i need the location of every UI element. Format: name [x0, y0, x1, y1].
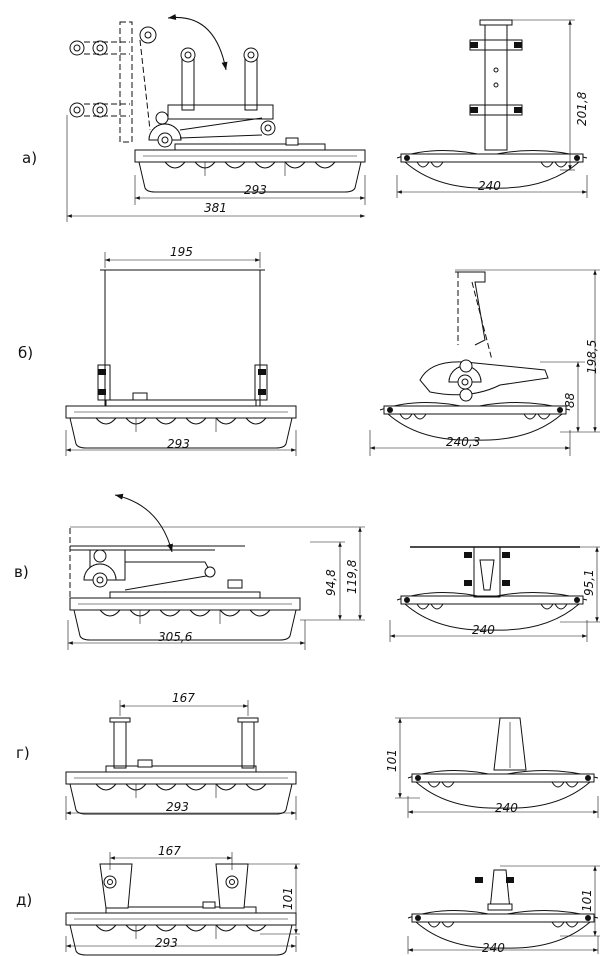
dim-a-293: 293 [244, 183, 267, 197]
view-g: г) 167 293 101 [16, 691, 599, 820]
dim-v-94-8: 94,8 [324, 569, 338, 596]
dim-v-305-6: 305,6 [158, 630, 193, 644]
view-a-front: 293 381 [66, 14, 366, 222]
dim-d-101: 101 [281, 887, 295, 910]
view-label-d: д) [16, 891, 32, 909]
dim-b-88: 88 [563, 392, 577, 408]
dim-g-240: 240 [495, 801, 518, 815]
dim-d-240: 240 [482, 941, 505, 955]
view-d-front: 167 101 293 [65, 844, 300, 956]
dim-a-201-8: 201,8 [575, 91, 589, 126]
dim-g-101: 101 [385, 749, 399, 772]
dim-g-167: 167 [172, 691, 195, 705]
view-b: б) 195 293 [18, 245, 600, 456]
view-label-v: в) [14, 563, 29, 581]
dim-a-381: 381 [204, 201, 227, 215]
dim-b-293: 293 [167, 437, 190, 451]
dim-b-240-3: 240,3 [446, 435, 480, 449]
dim-b-198-5: 198,5 [585, 340, 599, 374]
view-v-side: 95,1 240 [389, 546, 600, 642]
dim-d-167: 167 [158, 844, 181, 858]
view-a: а) [22, 14, 589, 222]
dim-v-95-1: 95,1 [582, 569, 596, 596]
view-a-side: 201,8 240 [396, 19, 589, 198]
view-g-side: 101 240 [385, 717, 599, 818]
view-d: д) 167 101 293 [16, 844, 600, 956]
view-b-front: 195 293 [65, 245, 297, 456]
dim-g-293: 293 [166, 800, 189, 814]
view-g-front: 167 293 [65, 691, 297, 820]
dim-a-240: 240 [478, 179, 501, 193]
dim-d-293: 293 [155, 936, 178, 950]
view-d-side: 101 240 [407, 865, 600, 955]
dim-d-101-side: 101 [580, 889, 594, 912]
dim-v-240: 240 [472, 623, 495, 637]
dim-v-119-8: 119,8 [345, 559, 359, 594]
view-label-a: а) [22, 149, 37, 167]
view-label-g: г) [16, 744, 30, 762]
view-v: в) 94,8 119,8 305,6 [14, 493, 600, 650]
dim-b-195: 195 [170, 245, 193, 259]
view-b-side: 198,5 88 240,3 [369, 269, 600, 456]
view-v-front: 94,8 119,8 305,6 [67, 493, 365, 650]
view-label-b: б) [18, 344, 33, 362]
